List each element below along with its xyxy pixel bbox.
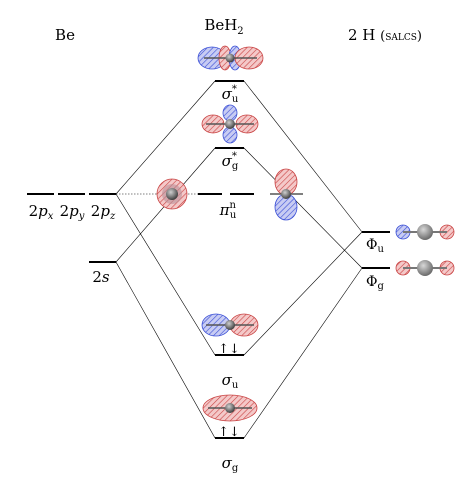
line-2s-sigma-g bbox=[115, 261, 216, 439]
orbital-sigma-u-star bbox=[197, 45, 264, 71]
be-levels bbox=[27, 193, 116, 263]
be-header: Be bbox=[55, 26, 75, 44]
beh2-header: BeH2 bbox=[204, 16, 243, 37]
orbital-sigma-u bbox=[201, 313, 259, 337]
orbital-pi-u-n-1 bbox=[156, 178, 188, 210]
line-phi-u-sigma-u bbox=[243, 231, 363, 356]
h-header-salcs: (salcs) bbox=[380, 29, 422, 44]
label-sigma-g: σg bbox=[222, 454, 239, 474]
line-phi-u-sigma-u-star bbox=[243, 80, 363, 233]
line-phi-g-sigma-g-star bbox=[243, 147, 363, 269]
orbital-phi-u bbox=[395, 224, 455, 240]
beh2-header-main: BeH bbox=[204, 16, 237, 34]
label-sigma-g-star: σ*g bbox=[222, 151, 239, 172]
electron-pair-sigma-g: ↑↓ bbox=[218, 425, 240, 440]
label-2pz: 2pz bbox=[91, 202, 116, 222]
label-sigma-u: σu bbox=[222, 371, 239, 391]
beh2-header-sub: 2 bbox=[237, 26, 243, 37]
orbital-sigma-g-star bbox=[201, 104, 259, 144]
line-2pz-sigma-u-star bbox=[115, 80, 216, 195]
orbital-phi-g bbox=[395, 260, 455, 276]
label-2py: 2py bbox=[60, 202, 85, 222]
h-header: 2 H (salcs) bbox=[348, 26, 422, 44]
line-phi-g-sigma-g bbox=[243, 267, 363, 439]
mo-levels bbox=[198, 80, 254, 439]
orbital-pi-u-n-2 bbox=[270, 168, 303, 221]
orbital-sigma-g bbox=[202, 394, 258, 422]
h-header-main: 2 H bbox=[348, 26, 375, 44]
label-phi-g: Φg bbox=[366, 274, 384, 292]
line-2pz-sigma-u bbox=[115, 193, 216, 356]
electron-pair-sigma-u: ↑↓ bbox=[218, 342, 240, 357]
label-2s: 2s bbox=[92, 268, 110, 286]
label-sigma-u-star: σ*u bbox=[222, 84, 239, 105]
label-2px: 2px bbox=[29, 202, 54, 222]
correlation-lines bbox=[115, 80, 363, 439]
h-levels bbox=[362, 231, 390, 269]
label-phi-u: Φu bbox=[366, 237, 384, 255]
